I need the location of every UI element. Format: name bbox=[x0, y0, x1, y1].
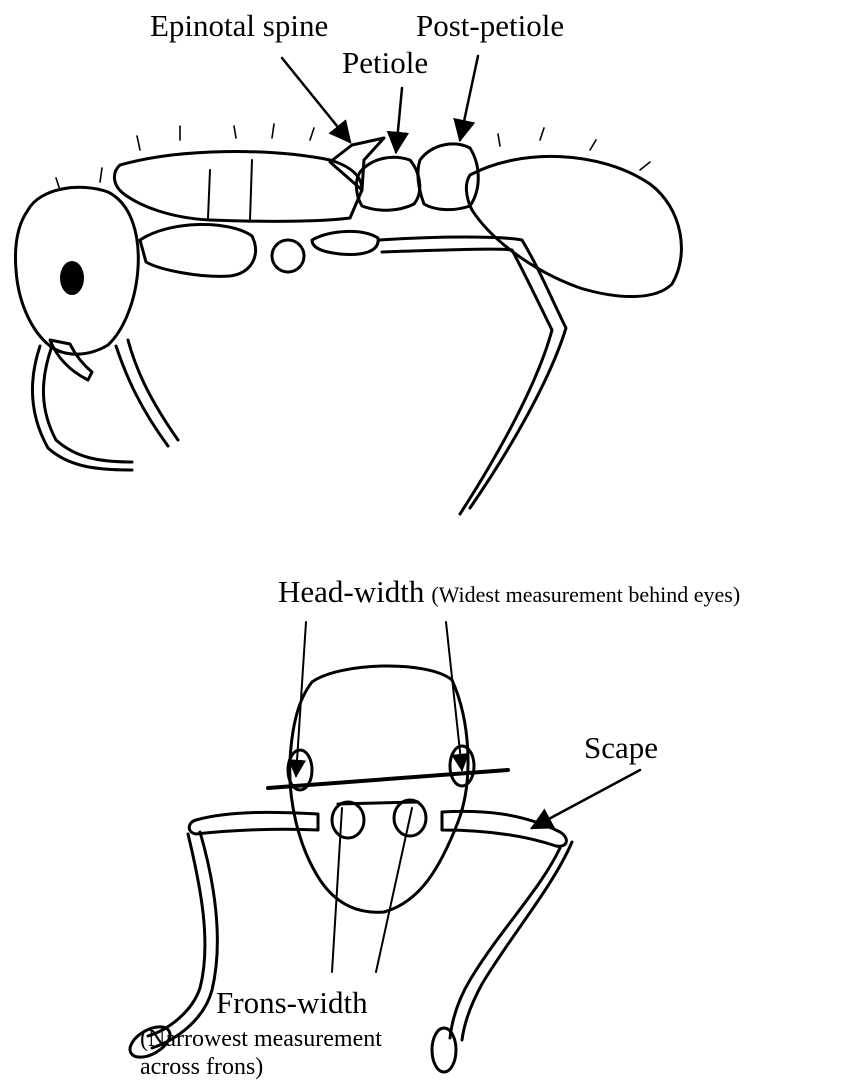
post-petiole-pointer bbox=[460, 56, 478, 140]
scape-label: Scape bbox=[584, 730, 658, 766]
petiole-label: Petiole bbox=[342, 45, 428, 81]
mesosoma bbox=[114, 152, 362, 222]
ant-side-view bbox=[16, 124, 682, 514]
frons-width-note-line2: across frons) bbox=[140, 1054, 263, 1081]
head-width-title: Head-width bbox=[278, 574, 424, 609]
petiole-pointer bbox=[396, 88, 402, 152]
epinotal-spine-label: Epinotal spine bbox=[150, 8, 328, 44]
coxa-hind bbox=[312, 231, 378, 254]
frons-width-measure-line bbox=[338, 802, 418, 804]
eye-side bbox=[60, 261, 84, 295]
coxa-mid bbox=[272, 240, 304, 272]
frons-width-note-line1: (Narrowest measurement bbox=[140, 1026, 382, 1053]
coxa-front bbox=[140, 224, 256, 276]
head-width-note: (Widest measurement behind eyes) bbox=[431, 582, 740, 607]
scape-pointer bbox=[532, 770, 640, 828]
post-petiole-label: Post-petiole bbox=[416, 8, 564, 44]
petiole-node bbox=[356, 157, 419, 210]
antenna-side bbox=[43, 346, 132, 462]
head-front bbox=[290, 666, 468, 912]
scape-left bbox=[189, 812, 318, 834]
funiculus-right bbox=[450, 848, 560, 1038]
head-width-label: Head-width (Widest measurement behind ey… bbox=[278, 574, 740, 610]
epinotal-spine-pointer bbox=[282, 58, 350, 142]
frons-width-pointer-right bbox=[376, 808, 412, 972]
gaster bbox=[466, 156, 681, 296]
frons-width-label: Frons-width bbox=[216, 985, 368, 1021]
funiculus-left bbox=[152, 832, 217, 1048]
mandible-side bbox=[50, 340, 92, 380]
